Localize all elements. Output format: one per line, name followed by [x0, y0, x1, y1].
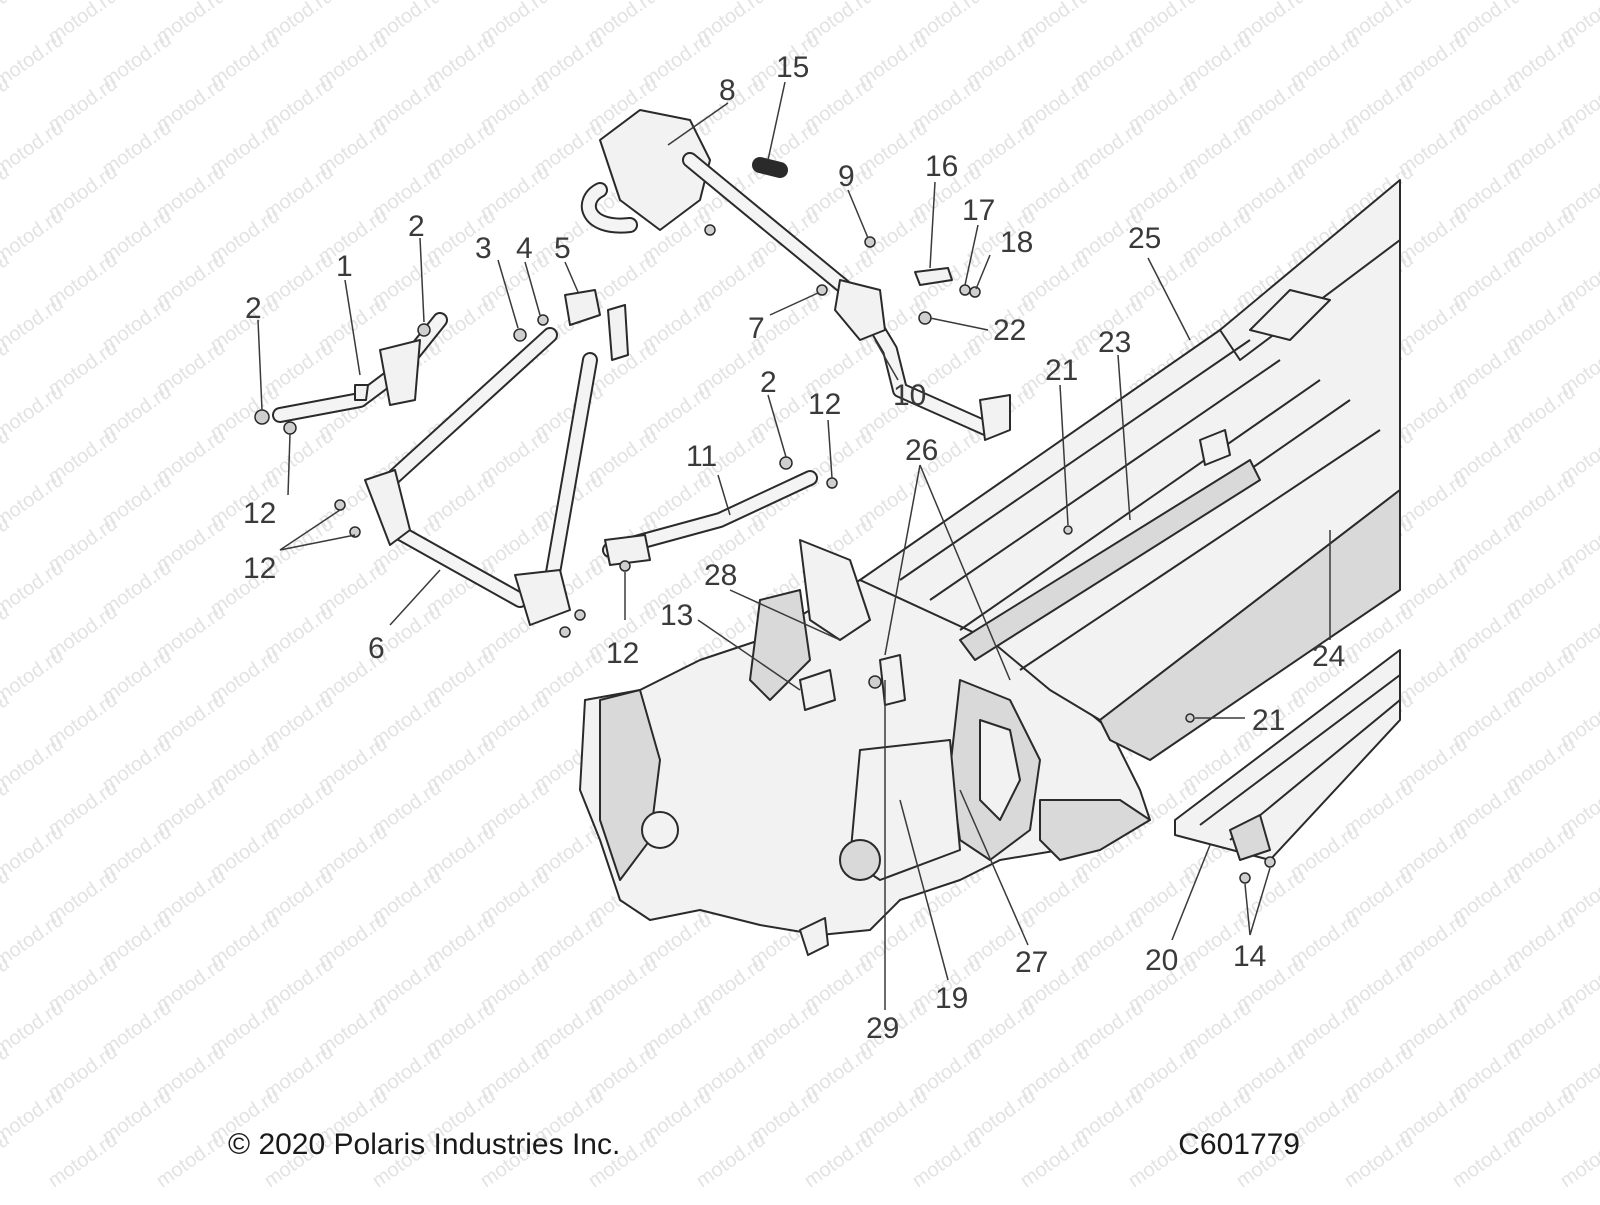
- bolt-14a: [1239, 872, 1251, 884]
- watermark-text: motod.ru: [1556, 1129, 1600, 1192]
- watermark-text: motod.ru: [0, 557, 68, 620]
- callout-20: 20: [1145, 944, 1178, 977]
- watermark-text: motod.ru: [0, 1085, 68, 1148]
- nut-9: [864, 236, 876, 248]
- callout-26: 26: [905, 434, 938, 467]
- watermark-text: motod.ru: [0, 645, 68, 708]
- callout-8: 8: [719, 74, 736, 107]
- callout-28: 28: [704, 559, 737, 592]
- bracket-16: [914, 267, 953, 286]
- rivet-21a: [1063, 525, 1073, 535]
- callout-2: 2: [408, 210, 425, 243]
- nut-2b: [417, 323, 431, 337]
- watermark-text: motod.ru: [0, 205, 68, 268]
- tunnel-assembly: [859, 179, 1401, 761]
- callout-21: 21: [1252, 704, 1285, 737]
- bolt-12d: [826, 477, 838, 489]
- callout-14: 14: [1233, 940, 1266, 973]
- copyright-notice: © 2020 Polaris Industries Inc.: [228, 1128, 621, 1161]
- washer-4: [537, 314, 549, 326]
- callout-15: 15: [776, 51, 809, 84]
- callout-13: 13: [660, 599, 693, 632]
- running-board: [1174, 649, 1401, 861]
- callout-12: 12: [606, 637, 639, 670]
- callout-5: 5: [554, 232, 571, 265]
- bolt-3: [513, 328, 527, 342]
- watermark-text: motod.ru: [0, 29, 68, 92]
- diagram-id: C601779: [1178, 1128, 1300, 1161]
- fastener-22: [918, 311, 932, 325]
- bolt-7: [816, 284, 828, 296]
- nut-2a: [254, 409, 270, 425]
- bracket-5: [564, 289, 601, 326]
- callout-6: 6: [368, 632, 385, 665]
- callout-2: 2: [760, 366, 777, 399]
- watermark-text: motod.ru: [692, 1129, 769, 1192]
- watermark-text: motod.ru: [800, 1129, 877, 1192]
- watermark-text: motod.ru: [0, 117, 68, 180]
- watermark-text: motod.ru: [44, 1129, 121, 1192]
- watermark-text: motod.ru: [0, 997, 68, 1060]
- watermark-text: motod.ru: [1448, 1129, 1525, 1192]
- bolt-12a: [283, 421, 297, 435]
- callout-1: 1: [336, 250, 353, 283]
- bolt-12b: [334, 499, 346, 511]
- watermark-text: motod.ru: [0, 821, 68, 884]
- brace-11: [602, 470, 818, 566]
- front-brace-1: [272, 312, 448, 423]
- nut-17: [959, 284, 971, 296]
- steering-support: [580, 109, 1011, 441]
- callout-18: 18: [1000, 226, 1033, 259]
- leader-lines: [257, 81, 1331, 1010]
- nut-2c: [779, 456, 793, 470]
- watermark-text: motod.ru: [152, 1129, 229, 1192]
- callout-9: 9: [838, 160, 855, 193]
- callout-19: 19: [935, 982, 968, 1015]
- callout-25: 25: [1128, 222, 1161, 255]
- callout-12: 12: [808, 388, 841, 421]
- callout-27: 27: [1015, 946, 1048, 979]
- callout-12: 12: [243, 552, 276, 585]
- callout-2: 2: [245, 292, 262, 325]
- callout-22: 22: [993, 314, 1026, 347]
- watermark-text: motod.ru: [1016, 1129, 1093, 1192]
- watermark-text: motod.ru: [908, 1129, 985, 1192]
- bolt-6b: [559, 626, 571, 638]
- bracket-5b: [607, 304, 629, 361]
- watermark-text: motod.ru: [0, 293, 68, 356]
- watermark-text: motod.ru: [0, 469, 68, 532]
- bolt-14b: [1264, 856, 1276, 868]
- callout-21: 21: [1045, 354, 1078, 387]
- callout-24: 24: [1312, 640, 1345, 673]
- callout-3: 3: [475, 232, 492, 265]
- watermark-text: motod.ru: [0, 0, 14, 48]
- callout-16: 16: [925, 150, 958, 183]
- bolt-12c: [349, 526, 361, 538]
- washer-18: [969, 286, 981, 298]
- brace-assembly-6: [364, 327, 598, 626]
- callouts: 1 2 2 2 3 4 5 6 7 8 9 10 11 12 12 12 12 …: [243, 51, 1345, 1045]
- watermark-text: motod.ru: [1340, 1129, 1417, 1192]
- bolt-12e: [619, 560, 631, 572]
- callout-7: 7: [748, 312, 765, 345]
- callout-10: 10: [893, 379, 926, 412]
- callout-29: 29: [866, 1012, 899, 1045]
- watermark-text: motod.ru: [0, 733, 68, 796]
- watermark-text: motod.ru: [0, 381, 68, 444]
- callout-4: 4: [516, 232, 533, 265]
- bracket-15: [752, 157, 788, 178]
- callout-12: 12: [243, 497, 276, 530]
- chassis-frame: [579, 539, 1151, 956]
- callout-23: 23: [1098, 326, 1131, 359]
- bolt-6a: [574, 609, 586, 621]
- watermark-text: motod.ru: [0, 909, 68, 972]
- callout-11: 11: [686, 440, 717, 473]
- rivet-21b: [1185, 713, 1195, 723]
- callout-17: 17: [962, 194, 995, 227]
